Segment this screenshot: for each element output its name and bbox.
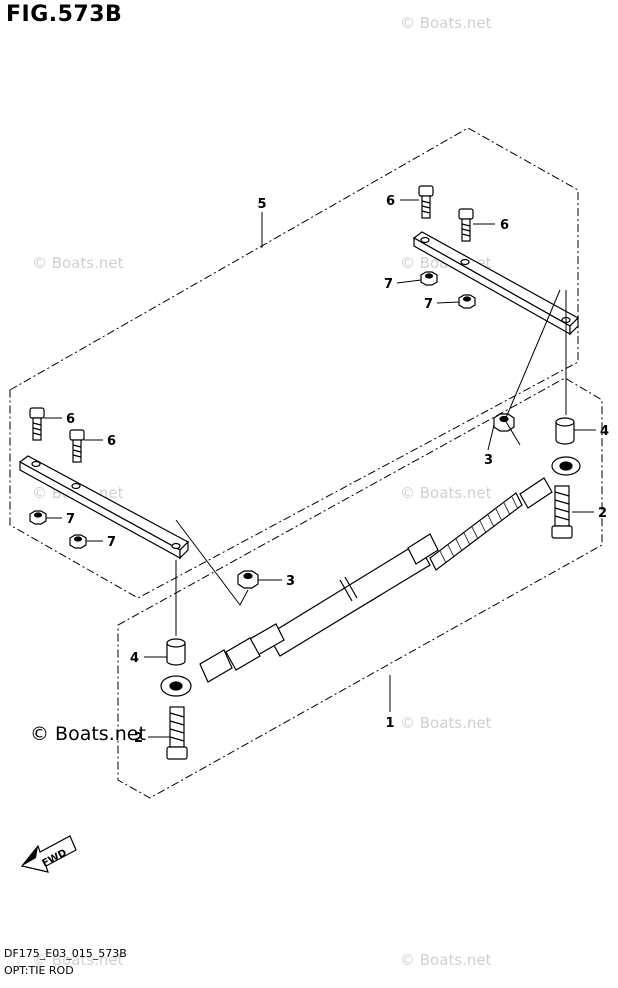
tie-rod-bolt	[166, 706, 188, 760]
bracket-nut	[69, 534, 87, 549]
callout-7: 7	[107, 535, 116, 550]
callout-1: 1	[385, 716, 394, 731]
figure-title: FIG.573B	[6, 2, 123, 27]
watermark: © Boats.net	[32, 951, 124, 969]
bracket-bolt	[69, 429, 85, 463]
right-bracket-plate	[412, 231, 579, 336]
leader-lines	[44, 199, 596, 738]
callout-2: 2	[598, 506, 607, 521]
callout-5: 5	[257, 197, 266, 212]
callout-2: 2	[134, 731, 143, 746]
tie-rod-bolt	[551, 485, 573, 539]
fwd-arrow-icon: FWD	[20, 835, 77, 873]
callout-6: 6	[500, 218, 509, 233]
bracket-nut	[29, 510, 47, 525]
callout-7: 7	[424, 297, 433, 312]
figure-caption: OPT:TIE ROD	[4, 964, 74, 977]
watermark: © Boats.net	[400, 484, 492, 502]
bracket-nut	[420, 271, 438, 286]
bracket-bolt	[29, 407, 45, 441]
bracket-bolt	[458, 208, 474, 242]
model-code: DF175_E03_015_573B	[4, 947, 127, 960]
callout-7: 7	[384, 277, 393, 292]
callout-6: 6	[107, 434, 116, 449]
callout-3: 3	[286, 574, 295, 589]
lock-nut	[493, 413, 515, 432]
tie-rod-assembly	[160, 456, 581, 697]
watermark-primary: © Boats.net	[30, 723, 146, 745]
watermarks: © Boats.net © Boats.net © Boats.net © Bo…	[30, 14, 492, 969]
watermark: © Boats.net	[400, 951, 492, 969]
callout-3: 3	[484, 453, 493, 468]
callout-7: 7	[66, 512, 75, 527]
collar	[166, 638, 186, 666]
tie-rod-outline	[117, 377, 603, 799]
bracket-bolt	[418, 185, 434, 219]
watermark: © Boats.net	[400, 14, 492, 32]
alignment-lines	[175, 289, 561, 606]
watermark: © Boats.net	[400, 714, 492, 732]
callout-6: 6	[66, 412, 75, 427]
callout-6: 6	[386, 194, 395, 209]
watermark: © Boats.net	[32, 254, 124, 272]
bracket-kit-outline	[9, 127, 579, 599]
lock-nut	[237, 570, 259, 589]
left-bracket-plate	[18, 455, 189, 560]
bracket-nut	[458, 294, 476, 309]
collar	[555, 417, 575, 445]
callout-4: 4	[130, 651, 139, 666]
callout-4: 4	[600, 424, 609, 439]
